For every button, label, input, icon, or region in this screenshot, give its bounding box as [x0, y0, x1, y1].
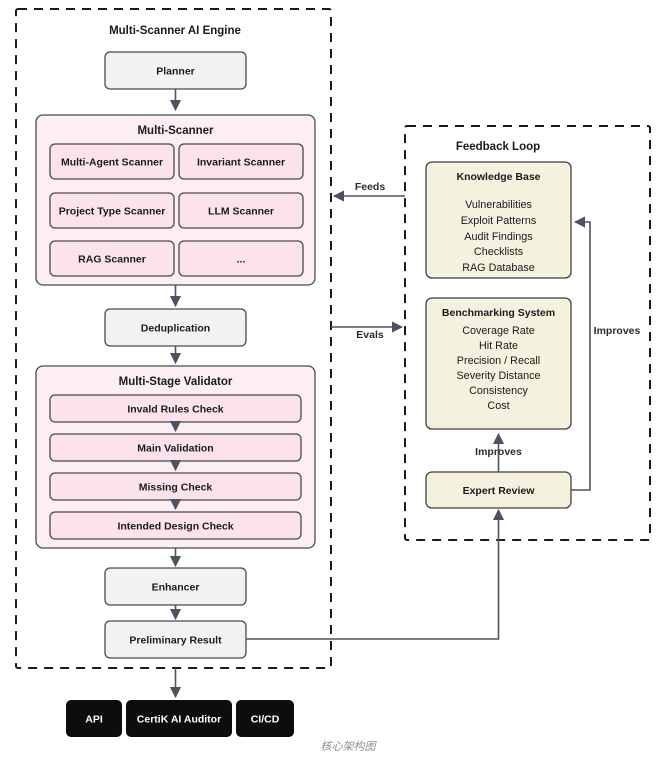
- knowledge-base-item-exploit-patterns: Exploit Patterns: [461, 215, 537, 227]
- output-label-cicd: CI/CD: [251, 714, 280, 726]
- output-box-cicd[interactable]: [236, 700, 294, 737]
- benchmarking-item-cost: Cost: [487, 400, 509, 412]
- knowledge-base-item-audit-findings: Audit Findings: [464, 231, 533, 243]
- output-box-api[interactable]: [66, 700, 122, 737]
- validator-stage-label-intended-design: Intended Design Check: [117, 521, 233, 533]
- expert-review-label: Expert Review: [463, 485, 536, 497]
- edge-expert-to-knowledge-base: [571, 216, 591, 491]
- knowledge-base-item-rag-database: RAG Database: [462, 262, 535, 274]
- deduplication-label: Deduplication: [141, 323, 210, 335]
- scanner-label-project-type: Project Type Scanner: [59, 206, 166, 218]
- scanner-label-more: ...: [237, 254, 246, 266]
- feedback-panel-title: Feedback Loop: [456, 141, 540, 153]
- planner-label: Planner: [156, 66, 195, 78]
- knowledge-base-box[interactable]: [425, 161, 572, 279]
- validator-stage-label-main-validation: Main Validation: [137, 443, 213, 455]
- feedback-panel-border: [404, 125, 651, 541]
- benchmarking-title: Benchmarking System: [442, 307, 555, 319]
- engine-panel-title: Multi-Scanner AI Engine: [109, 25, 241, 37]
- validator-stage-intended-design[interactable]: [49, 511, 302, 540]
- scanner-box-multi-agent[interactable]: [49, 143, 175, 180]
- benchmarking-item-precision-recall: Precision / Recall: [457, 355, 540, 367]
- edge-preliminary-to-expert-review: [246, 508, 505, 640]
- validator-stage-label-missing-check: Missing Check: [139, 482, 213, 494]
- validator-title: Multi-Stage Validator: [119, 376, 233, 388]
- scanner-label-rag: RAG Scanner: [78, 254, 146, 266]
- knowledge-base-item-checklists: Checklists: [474, 246, 524, 258]
- validator-stage-label-invalid-rules: Invald Rules Check: [127, 404, 223, 416]
- output-box-certik-ai-auditor[interactable]: [126, 700, 232, 737]
- edge-label-improves-bottom: Improves: [475, 446, 522, 458]
- benchmarking-item-coverage-rate: Coverage Rate: [462, 325, 535, 337]
- benchmarking-item-severity-distance: Severity Distance: [456, 370, 540, 382]
- figure-caption: 核心架构图: [321, 740, 378, 753]
- output-label-api: API: [85, 714, 103, 726]
- benchmarking-item-consistency: Consistency: [469, 385, 528, 397]
- scanner-label-invariant: Invariant Scanner: [197, 157, 285, 169]
- scanner-box-invariant[interactable]: [178, 143, 304, 180]
- scanner-box-more[interactable]: [178, 240, 304, 277]
- edge-label-evals: Evals: [356, 329, 384, 341]
- scanner-box-project-type[interactable]: [49, 192, 175, 229]
- knowledge-base-item-vulnerabilities: Vulnerabilities: [465, 199, 532, 211]
- engine-panel-border: [15, 8, 332, 669]
- edge-label-improves-right: Improves: [594, 325, 641, 337]
- scanner-box-llm[interactable]: [178, 192, 304, 229]
- output-label-certik-ai-auditor: CertiK AI Auditor: [137, 714, 221, 726]
- multi-scanner-title: Multi-Scanner: [137, 125, 214, 137]
- preliminary-result-label: Preliminary Result: [129, 635, 222, 647]
- scanner-box-rag[interactable]: [49, 240, 175, 277]
- enhancer-label: Enhancer: [152, 582, 200, 594]
- scanner-label-llm: LLM Scanner: [208, 206, 274, 218]
- benchmarking-box[interactable]: [425, 297, 572, 430]
- knowledge-base-title: Knowledge Base: [456, 171, 540, 183]
- scanner-label-multi-agent: Multi-Agent Scanner: [61, 157, 163, 169]
- benchmarking-item-hit-rate: Hit Rate: [479, 340, 518, 352]
- edge-label-feeds: Feeds: [355, 181, 386, 193]
